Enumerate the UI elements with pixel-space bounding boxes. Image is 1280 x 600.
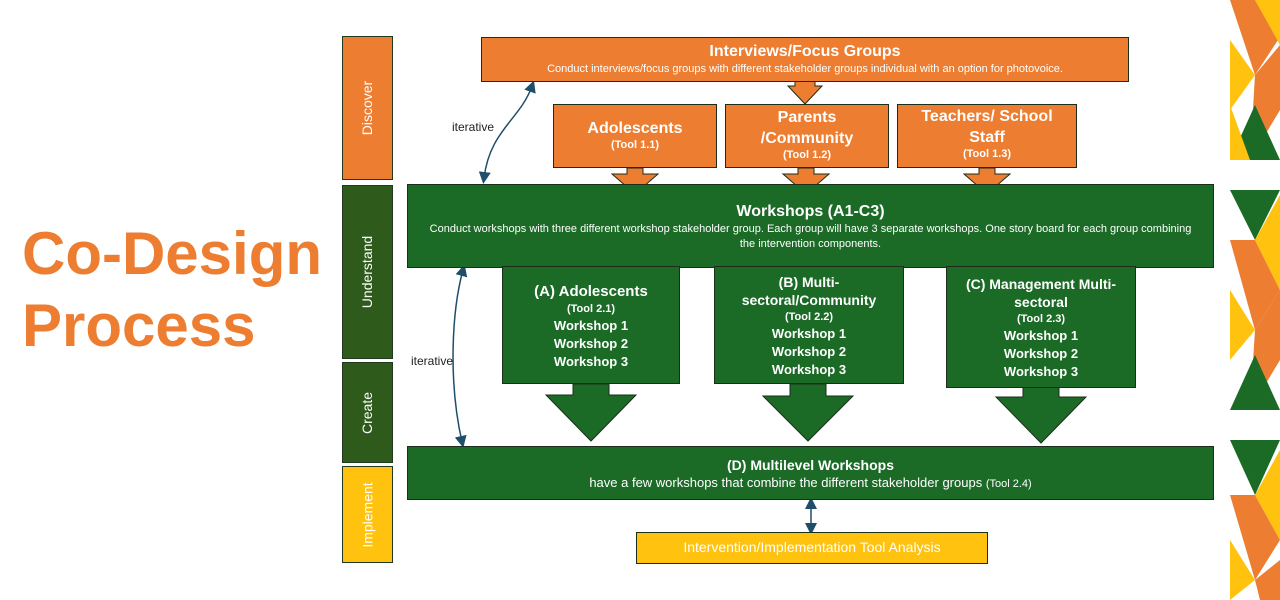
workshops-title: Workshops (A1-C3) <box>736 203 885 220</box>
group-parents-tool: (Tool 1.2) <box>782 149 832 161</box>
group-teachers-title: Teachers/ School Staff <box>921 108 1053 146</box>
workshop-group-a: (A) Adolescents (Tool 2.1) Workshop 1 Wo… <box>502 266 680 384</box>
workshop-c-item-3: Workshop 3 <box>1003 364 1079 379</box>
group-parents: Parents /Community (Tool 1.2) <box>725 104 889 168</box>
workshop-group-a-title: (A) Adolescents <box>534 283 648 300</box>
stage-discover: Discover <box>342 36 393 180</box>
iterative-label-top: iterative <box>452 120 495 134</box>
workshop-c-item-2: Workshop 2 <box>1003 346 1079 361</box>
arrow-interviews-down <box>786 79 824 105</box>
stage-create-label: Create <box>359 391 376 434</box>
workshop-b-item-1: Workshop 1 <box>771 326 847 341</box>
group-teachers: Teachers/ School Staff (Tool 1.3) <box>897 104 1077 168</box>
iterative-label-bottom: iterative <box>411 354 454 368</box>
stage-implement: Implement <box>342 466 393 563</box>
workshop-group-b-tool: (Tool 2.2) <box>784 311 834 323</box>
multilevel-box: (D) Multilevel Workshops have a few work… <box>407 446 1214 500</box>
multilevel-title: (D) Multilevel Workshops <box>727 457 894 473</box>
arrow-b-down <box>761 383 855 442</box>
workshop-a-item-3: Workshop 3 <box>553 354 629 369</box>
stage-discover-label: Discover <box>359 80 376 136</box>
interviews-title: Interviews/Focus Groups <box>709 43 901 60</box>
group-adolescents-title: Adolescents <box>587 120 683 137</box>
interviews-desc: Conduct interviews/focus groups with dif… <box>547 63 1063 75</box>
workshop-group-b-title: (B) Multi-sectoral/Community <box>741 274 877 308</box>
page-title-line1: Co-Design <box>22 220 322 287</box>
multilevel-desc: have a few workshops that combine the di… <box>589 475 983 490</box>
workshop-b-item-2: Workshop 2 <box>771 344 847 359</box>
workshop-group-a-tool: (Tool 2.1) <box>566 303 616 315</box>
group-adolescents-tool: (Tool 1.1) <box>610 139 660 151</box>
workshop-group-c: (C) Management Multi-sectoral (Tool 2.3)… <box>946 266 1136 388</box>
page-title-line2: Process <box>22 292 256 359</box>
analysis-box: Intervention/Implementation Tool Analysi… <box>636 532 988 564</box>
workshop-group-c-title: (C) Management Multi-sectoral <box>965 276 1117 310</box>
group-parents-title: Parents /Community <box>760 109 854 147</box>
page-title: Co-Design Process <box>22 218 342 362</box>
workshop-group-c-tool: (Tool 2.3) <box>1016 313 1066 325</box>
workshop-b-item-3: Workshop 3 <box>771 362 847 377</box>
interviews-box: Interviews/Focus Groups Conduct intervie… <box>481 37 1129 82</box>
arrow-c-down <box>994 386 1088 444</box>
iterative-arrow-bottom <box>452 264 468 448</box>
arrow-a-down <box>544 383 638 442</box>
workshop-a-item-1: Workshop 1 <box>553 318 629 333</box>
stage-understand-label: Understand <box>359 235 376 309</box>
group-adolescents: Adolescents (Tool 1.1) <box>553 104 717 168</box>
stage-create: Create <box>342 362 393 463</box>
group-teachers-tool: (Tool 1.3) <box>962 148 1012 160</box>
stage-understand: Understand <box>342 185 393 359</box>
decorative-border-pattern <box>1230 0 1280 600</box>
workshops-desc: Conduct workshops with three different w… <box>429 223 1192 250</box>
analysis-label: Intervention/Implementation Tool Analysi… <box>683 539 941 555</box>
stage-implement-label: Implement <box>359 481 376 548</box>
workshop-a-item-2: Workshop 2 <box>553 336 629 351</box>
workshop-group-b: (B) Multi-sectoral/Community (Tool 2.2) … <box>714 266 904 384</box>
workshops-box: Workshops (A1-C3) Conduct workshops with… <box>407 184 1214 268</box>
multilevel-tool: (Tool 2.4) <box>985 478 1032 490</box>
workshop-c-item-1: Workshop 1 <box>1003 328 1079 343</box>
iterative-arrow-top <box>478 80 536 184</box>
